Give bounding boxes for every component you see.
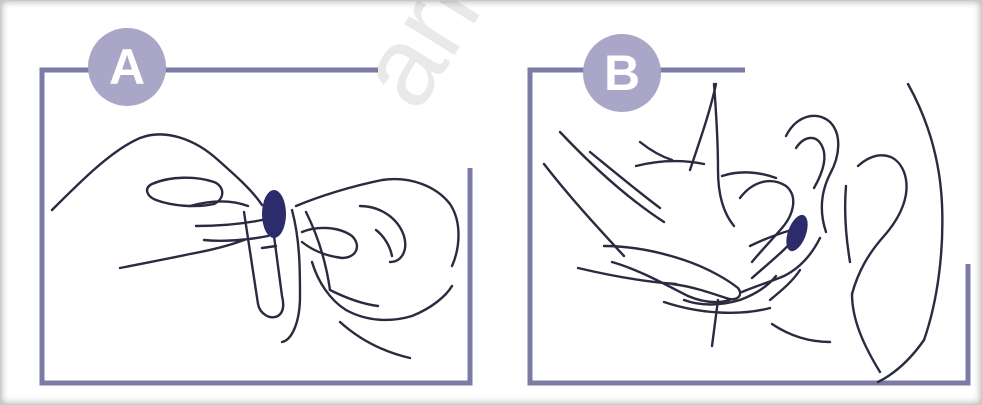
panel-a-label: A bbox=[88, 28, 166, 106]
panel-b-anatomy-drawing bbox=[542, 82, 944, 384]
panel-b-dark-oval bbox=[786, 214, 808, 252]
panel-a-dark-oval bbox=[262, 190, 286, 238]
panel-b-label: B bbox=[583, 34, 661, 112]
panel-a-frame bbox=[39, 67, 473, 386]
panel-a-hands-drawing bbox=[50, 133, 460, 360]
